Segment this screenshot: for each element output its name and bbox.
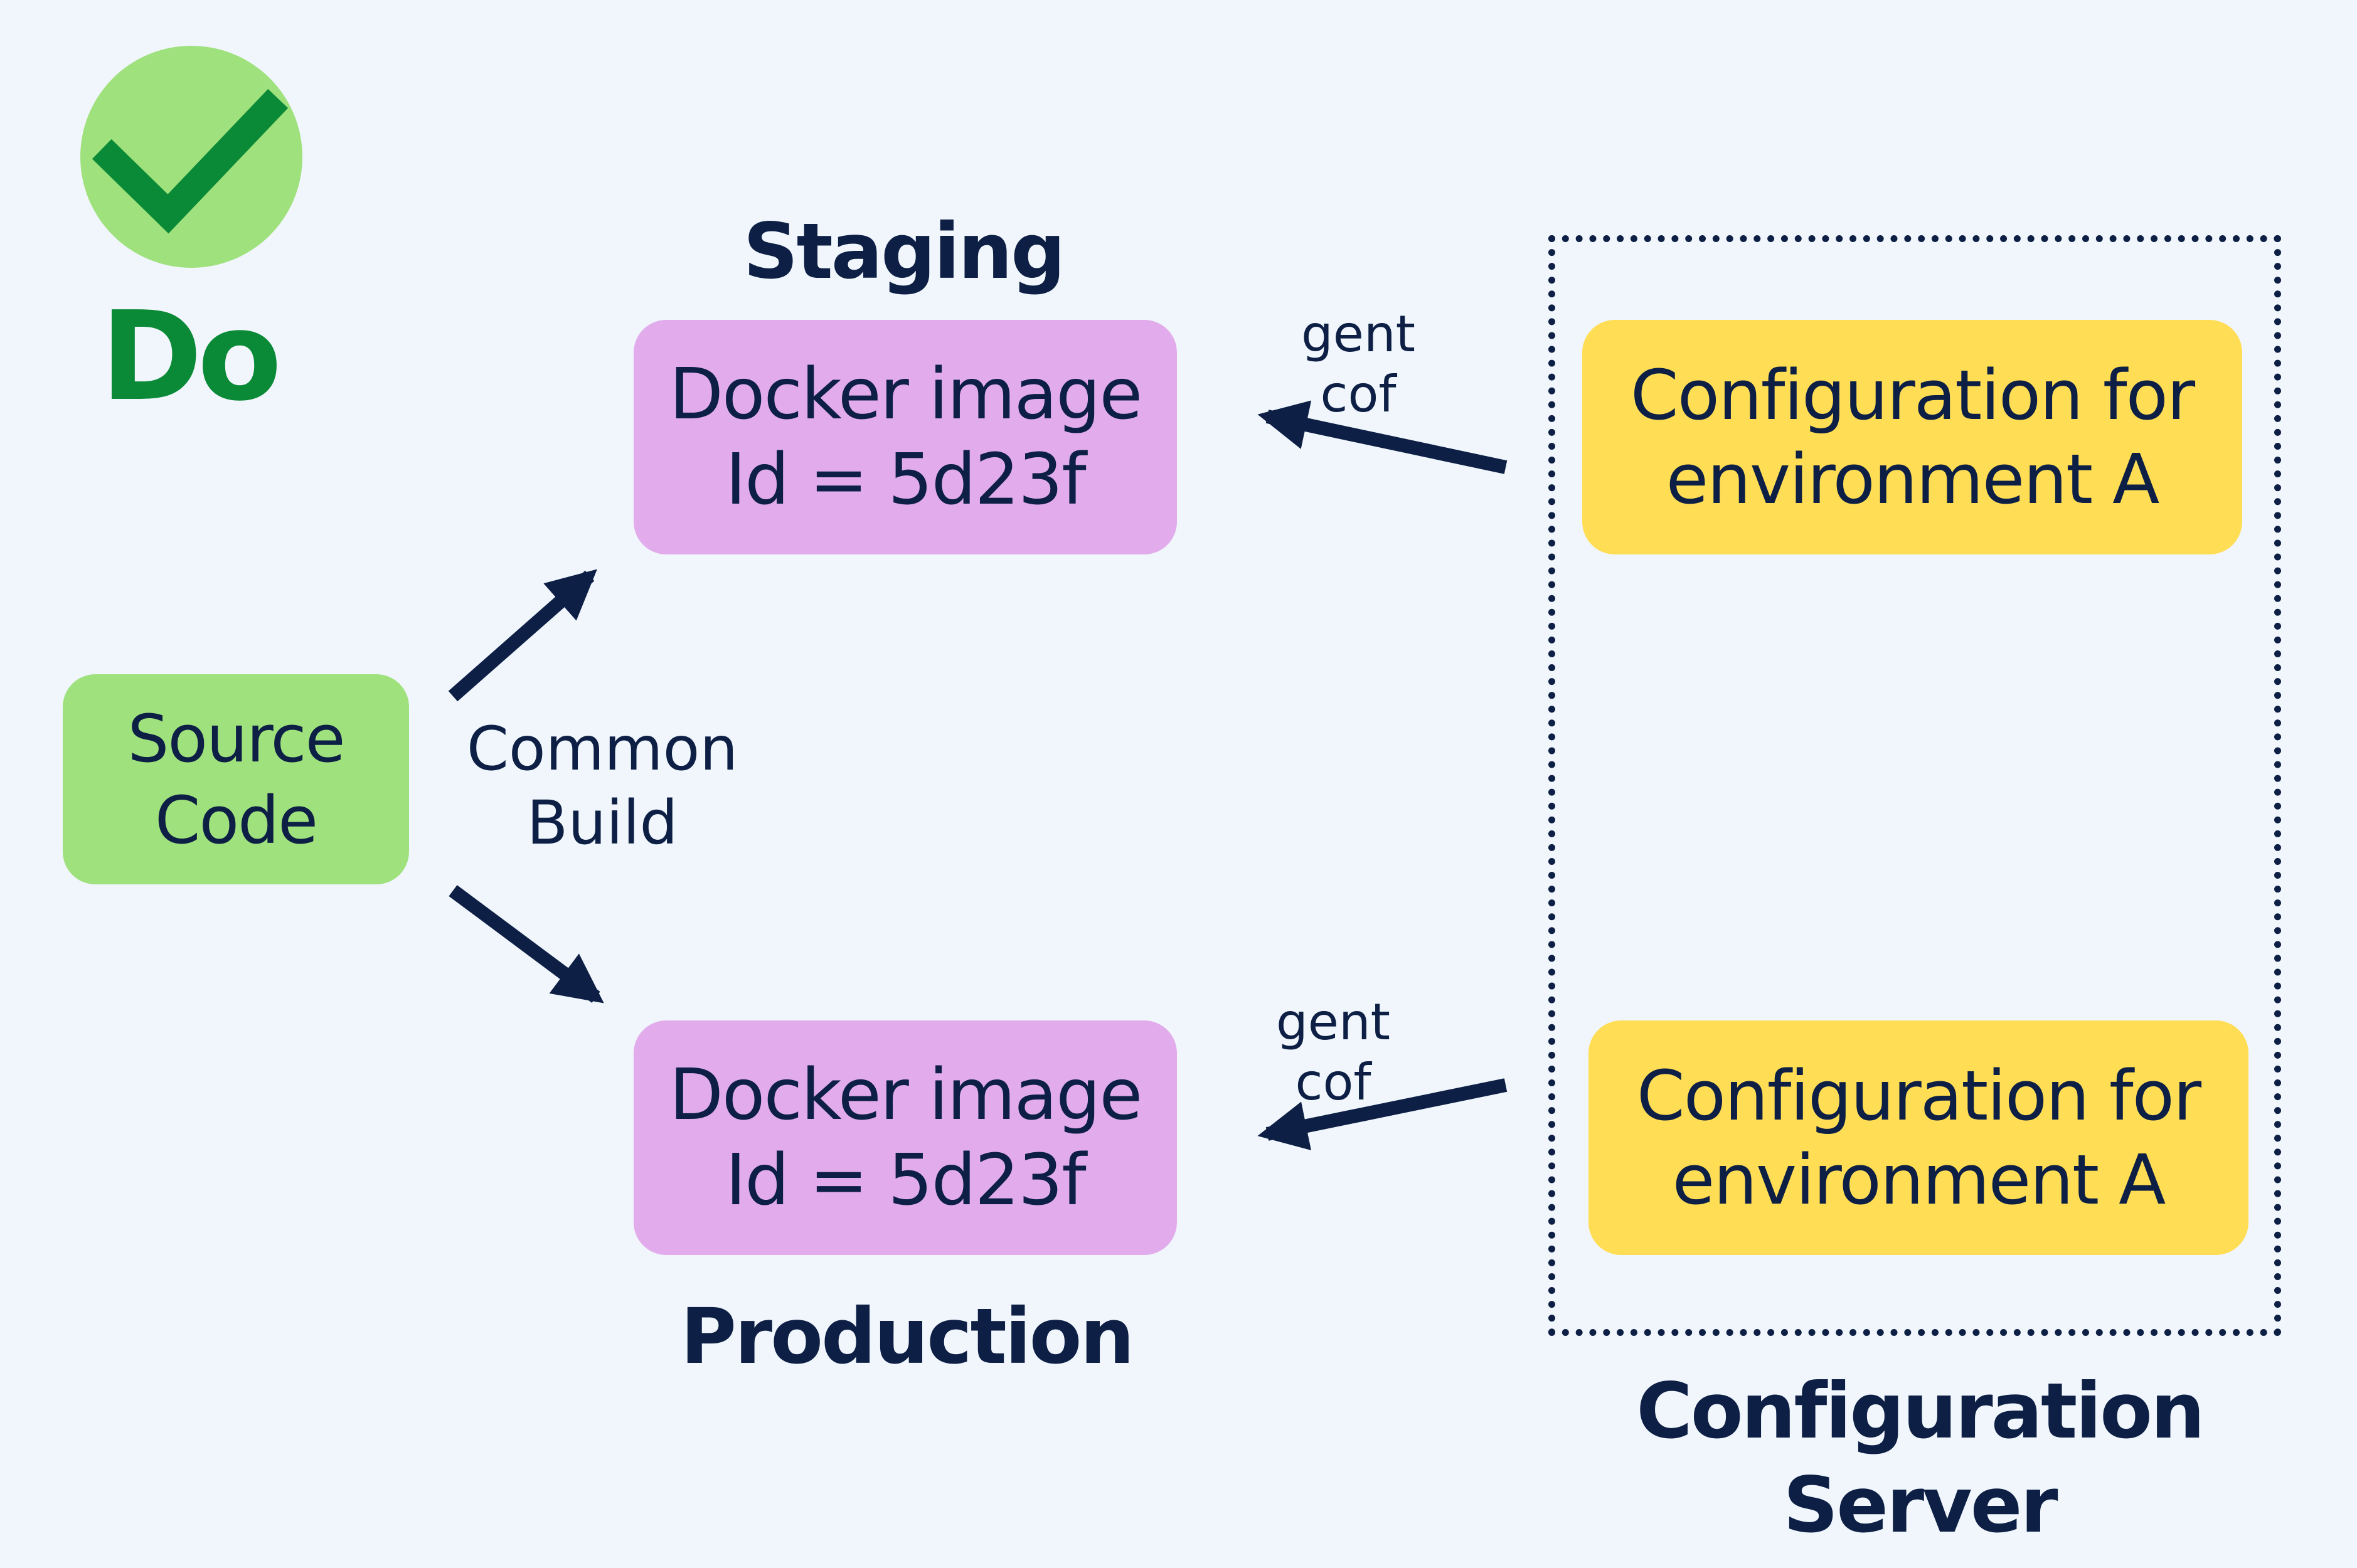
config-environment-b-box: Configuration for environment A xyxy=(1588,1020,2248,1255)
checkmark-icon xyxy=(80,46,302,268)
production-docker-image-box: Docker image Id = 5d23f xyxy=(634,1020,1177,1255)
arrow-config-to-production xyxy=(1257,1078,1508,1151)
staging-arrow-label: gent cof xyxy=(1274,304,1443,425)
configuration-server-line1: Configuration xyxy=(1636,1367,2205,1456)
configuration-server-line2: Server xyxy=(1783,1461,2058,1550)
config-environment-a-box: Configuration for environment A xyxy=(1582,320,2242,554)
do-label: Do xyxy=(100,285,282,428)
arrow-build-to-production xyxy=(449,885,604,1004)
config-a-line1: Configuration for xyxy=(1630,355,2195,435)
config-b-line1: Configuration for xyxy=(1636,1056,2201,1136)
production-arrow-label-line1: gent xyxy=(1275,993,1391,1051)
config-a-line2: environment A xyxy=(1666,439,2160,519)
configuration-server-boundary xyxy=(1548,235,2281,1336)
common-build-line1: Common xyxy=(466,714,738,784)
staging-arrow-label-line1: gent xyxy=(1301,305,1416,363)
configuration-server-title: Configuration Server xyxy=(1606,1364,2233,1552)
staging-arrow-label-line2: cof xyxy=(1320,365,1397,423)
staging-docker-line2: Id = 5d23f xyxy=(725,439,1086,521)
staging-docker-line1: Docker image xyxy=(669,354,1143,435)
source-code-line2: Code xyxy=(154,781,318,859)
common-build-label: Common Build xyxy=(439,712,765,860)
source-code-line1: Source xyxy=(127,700,345,777)
production-arrow-label: gent cof xyxy=(1248,992,1418,1113)
arrow-config-to-staging xyxy=(1257,400,1508,474)
production-docker-line1: Docker image xyxy=(669,1054,1143,1136)
production-docker-line2: Id = 5d23f xyxy=(725,1140,1086,1221)
arrow-build-to-staging xyxy=(448,569,597,702)
production-arrow-label-line2: cof xyxy=(1295,1053,1371,1111)
production-heading: Production xyxy=(680,1292,1135,1381)
staging-docker-image-box: Docker image Id = 5d23f xyxy=(634,320,1177,554)
config-b-line2: environment A xyxy=(1672,1140,2166,1220)
common-build-line2: Build xyxy=(526,788,678,858)
source-code-box: Source Code xyxy=(63,674,409,884)
staging-heading: Staging xyxy=(743,207,1066,296)
